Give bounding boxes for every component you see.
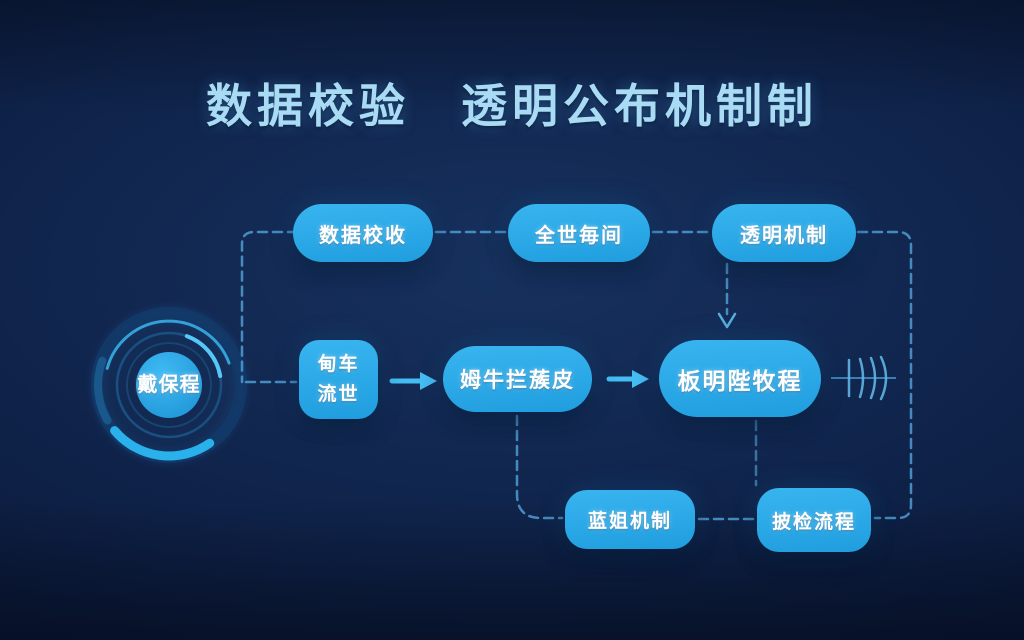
node-bottom-1: 蓝姐机制 — [565, 490, 695, 549]
node-label-line2: 流世 — [317, 383, 360, 405]
node-label: 披检流程 — [771, 511, 856, 533]
node-top-2: 全世毎间 — [508, 204, 650, 262]
node-flow-box: 甸车 流世 — [299, 340, 378, 419]
node-label: 全世毎间 — [535, 224, 623, 247]
arrow-down-icon — [717, 312, 737, 329]
connector-right-elbow — [856, 230, 913, 520]
hub-node-label: 戴保程 — [137, 374, 201, 396]
node-top-3: 透明机制 — [712, 204, 856, 262]
node-label-line1: 甸车 — [317, 354, 360, 376]
node-label: 蓝姐机制 — [587, 511, 672, 532]
node-flow-right: 板明陛牧程 — [659, 340, 821, 417]
node-label: 板明陛牧程 — [677, 367, 803, 394]
connector-mid-to-bottom-left — [515, 414, 564, 520]
node-bottom-2: 披检流程 — [757, 488, 871, 552]
page-title: 数据校验 透明公布机制制 — [206, 80, 818, 132]
node-flow-mid: 姆牛拦蔟皮 — [443, 346, 592, 412]
node-label: 姆牛拦蔟皮 — [460, 369, 575, 392]
node-label: 数据校收 — [319, 224, 407, 247]
node-label: 透明机制 — [740, 224, 828, 247]
arrow-right-head-icon — [632, 370, 649, 388]
arrow-right-head-icon — [420, 372, 437, 390]
node-top-1: 数据校收 — [293, 204, 433, 262]
tally-marks-icon — [831, 355, 896, 401]
connector-top-left-elbow — [240, 230, 299, 384]
